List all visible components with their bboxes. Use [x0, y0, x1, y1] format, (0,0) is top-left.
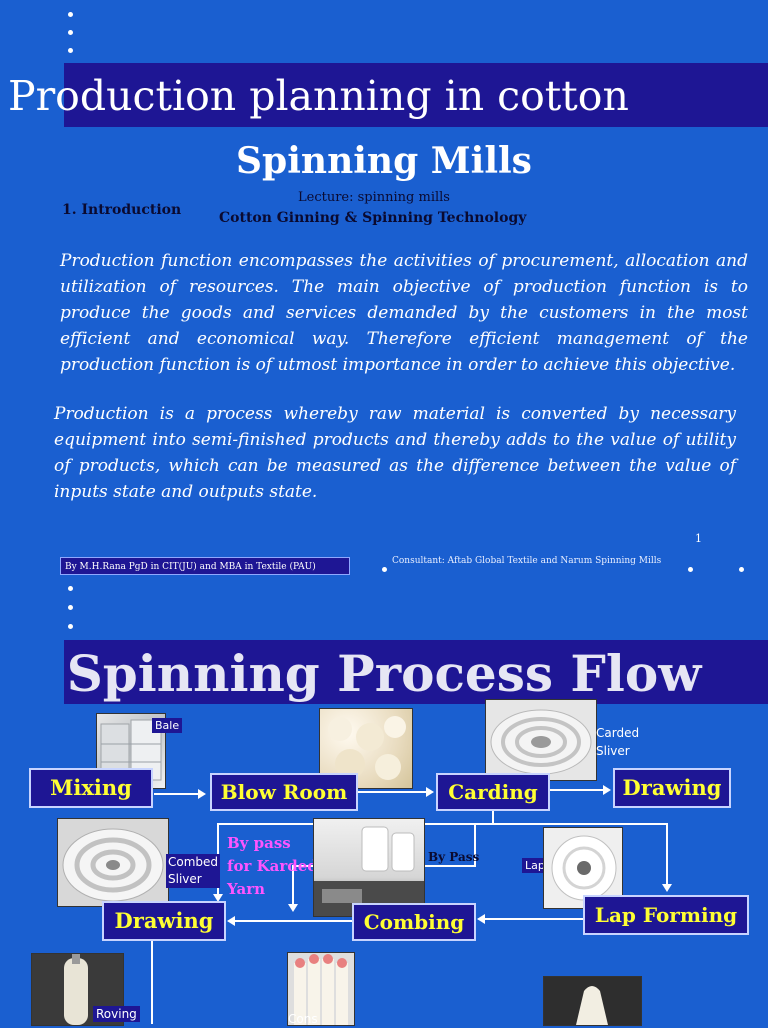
paragraph-1: Production function encompasses the acti… — [60, 251, 748, 375]
connector-line — [485, 918, 583, 920]
bullet-dot — [68, 48, 73, 53]
paragraph-2: Production is a process whereby raw mate… — [54, 404, 736, 502]
lap-forming-box: Lap Forming — [583, 895, 749, 935]
author-footer: By M.H.Rana PgD in CIT(JU) and MBA in Te… — [60, 557, 350, 575]
slide-title-line1: Production planning in cotton — [8, 72, 629, 120]
bullet-dot — [68, 605, 73, 610]
connector-line — [235, 920, 352, 922]
arrow-down — [662, 884, 672, 892]
comber-image — [314, 826, 424, 916]
bullet-dot — [68, 624, 73, 629]
connector-line — [550, 789, 603, 791]
section-heading: 1. Introduction — [62, 202, 182, 218]
bullet-dot — [68, 12, 73, 17]
bale-label: Bale — [152, 718, 183, 733]
connector-line — [358, 791, 426, 793]
arrow-right — [426, 787, 434, 797]
roving-label: Roving — [93, 1006, 140, 1022]
arrow-right — [603, 785, 611, 795]
arrow-left — [477, 914, 485, 924]
connector-line — [492, 811, 494, 824]
bypass-karded-label: By pass for Karded Yarn — [227, 834, 318, 898]
carding-box: Carding — [436, 773, 550, 811]
slide-title-line2: Spinning Mills — [236, 140, 532, 182]
cones-image — [294, 954, 348, 1025]
sliver-coil-image — [490, 709, 592, 775]
connector-line — [154, 793, 198, 795]
comber-machine-photo — [313, 818, 425, 917]
blow-room-box: Blow Room — [210, 773, 358, 811]
yarn-cone-image — [576, 986, 608, 1025]
cons-label: Cons — [288, 1012, 318, 1026]
yarn-cone-photo — [543, 976, 642, 1026]
flow-title-bar — [64, 640, 768, 704]
sliver-coil-image — [62, 828, 164, 902]
arrow-down — [288, 904, 298, 912]
carded-sliver-label: Carded Sliver — [596, 726, 640, 758]
combed-sliver-label: Combed Sliver — [166, 854, 220, 888]
drawing-top-box: Drawing — [613, 768, 731, 808]
bullet-dot — [68, 30, 73, 35]
carded-sliver-photo — [485, 699, 597, 781]
page-number: 1 — [695, 532, 702, 545]
title-bar — [64, 63, 768, 127]
roving-bobbin-image — [64, 954, 88, 1025]
flow-title: Spinning Process Flow — [66, 644, 702, 703]
combed-sliver-photo — [57, 818, 169, 907]
cotton-image — [328, 716, 406, 780]
connector-line — [666, 823, 668, 885]
course-name: Cotton Ginning & Spinning Technology — [219, 210, 527, 226]
drawing-bottom-box: Drawing — [102, 901, 226, 941]
bullet-dot — [739, 567, 744, 572]
connector-line — [151, 941, 153, 1024]
arrow-left — [227, 916, 235, 926]
bullet-dot — [688, 567, 693, 572]
mixing-box: Mixing — [29, 768, 153, 808]
bullet-dot — [68, 586, 73, 591]
bullet-dot — [382, 567, 387, 572]
lecture-label: Lecture: spinning mills — [298, 190, 450, 205]
connector-line — [292, 865, 294, 905]
arrow-right — [198, 789, 206, 799]
by-pass-label: By Pass — [428, 850, 480, 864]
connector-line — [474, 823, 476, 867]
lap-label: Lap — [522, 858, 548, 873]
combing-box: Combing — [352, 903, 476, 941]
connector-line — [217, 823, 668, 825]
arrow-down — [213, 894, 223, 902]
consultant-footer: Consultant: Aftab Global Textile and Nar… — [392, 556, 662, 566]
